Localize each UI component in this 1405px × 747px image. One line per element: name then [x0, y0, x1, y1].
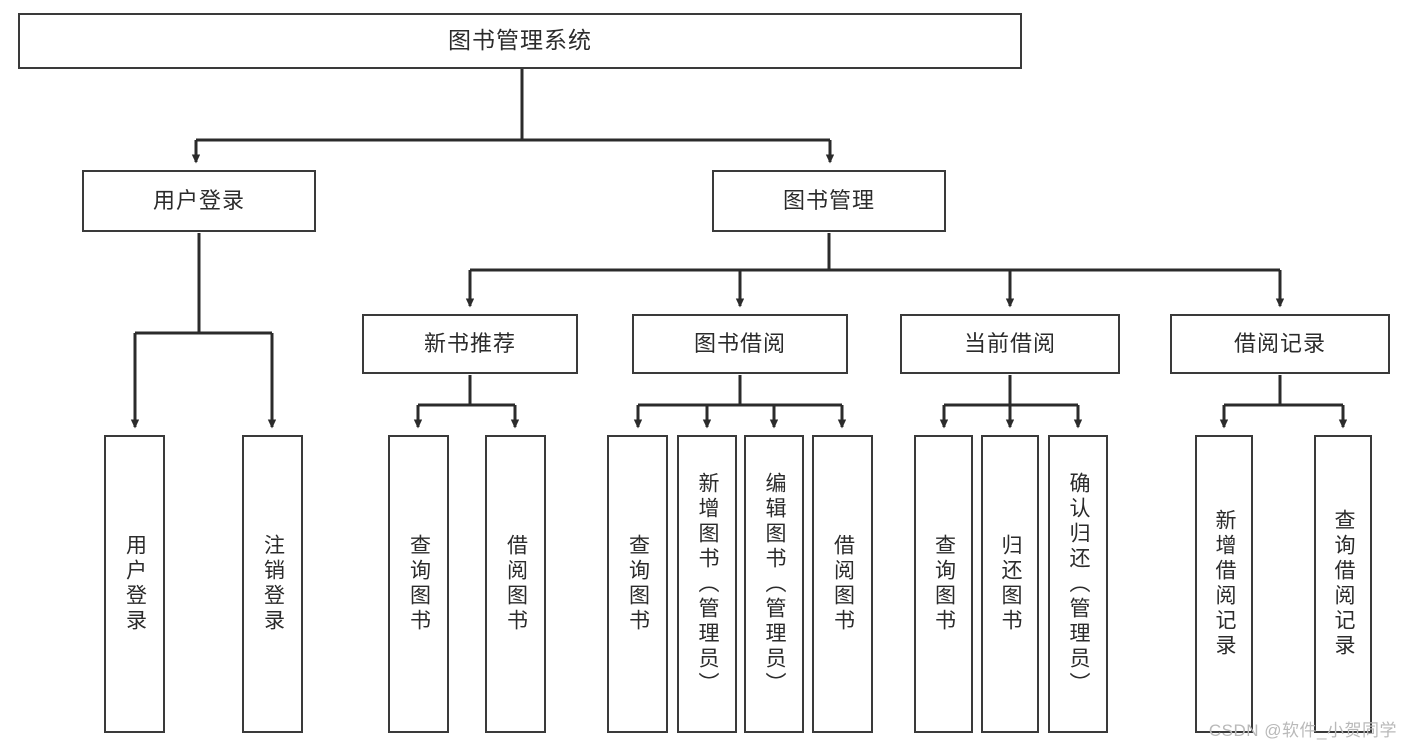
leaf-add-book-admin[interactable]: 新增图书（管理员） — [677, 435, 737, 733]
leaf-logout[interactable]: 注销登录 — [242, 435, 303, 733]
node-user-login[interactable]: 用户登录 — [82, 170, 316, 232]
leaf-add-borrow-record[interactable]: 新增借阅记录 — [1195, 435, 1253, 733]
leaf-edit-book-admin[interactable]: 编辑图书（管理员） — [744, 435, 804, 733]
node-book-management[interactable]: 图书管理 — [712, 170, 946, 232]
leaf-confirm-return-admin[interactable]: 确认归还（管理员） — [1048, 435, 1108, 733]
node-root-system[interactable]: 图书管理系统 — [18, 13, 1022, 69]
node-borrow-records[interactable]: 借阅记录 — [1170, 314, 1390, 374]
leaf-query-books-recommend[interactable]: 查询图书 — [388, 435, 449, 733]
leaf-return-books[interactable]: 归还图书 — [981, 435, 1039, 733]
node-book-borrowing[interactable]: 图书借阅 — [632, 314, 848, 374]
watermark: CSDN @软件_小贺同学 — [1208, 721, 1397, 740]
leaf-borrow-books[interactable]: 借阅图书 — [812, 435, 873, 733]
node-new-book-recommendation[interactable]: 新书推荐 — [362, 314, 578, 374]
leaf-user-login[interactable]: 用户登录 — [104, 435, 165, 733]
node-current-borrowing[interactable]: 当前借阅 — [900, 314, 1120, 374]
leaf-query-books-current[interactable]: 查询图书 — [914, 435, 973, 733]
leaf-query-borrow-record[interactable]: 查询借阅记录 — [1314, 435, 1372, 733]
leaf-borrow-books-recommend[interactable]: 借阅图书 — [485, 435, 546, 733]
leaf-query-books-borrow[interactable]: 查询图书 — [607, 435, 668, 733]
